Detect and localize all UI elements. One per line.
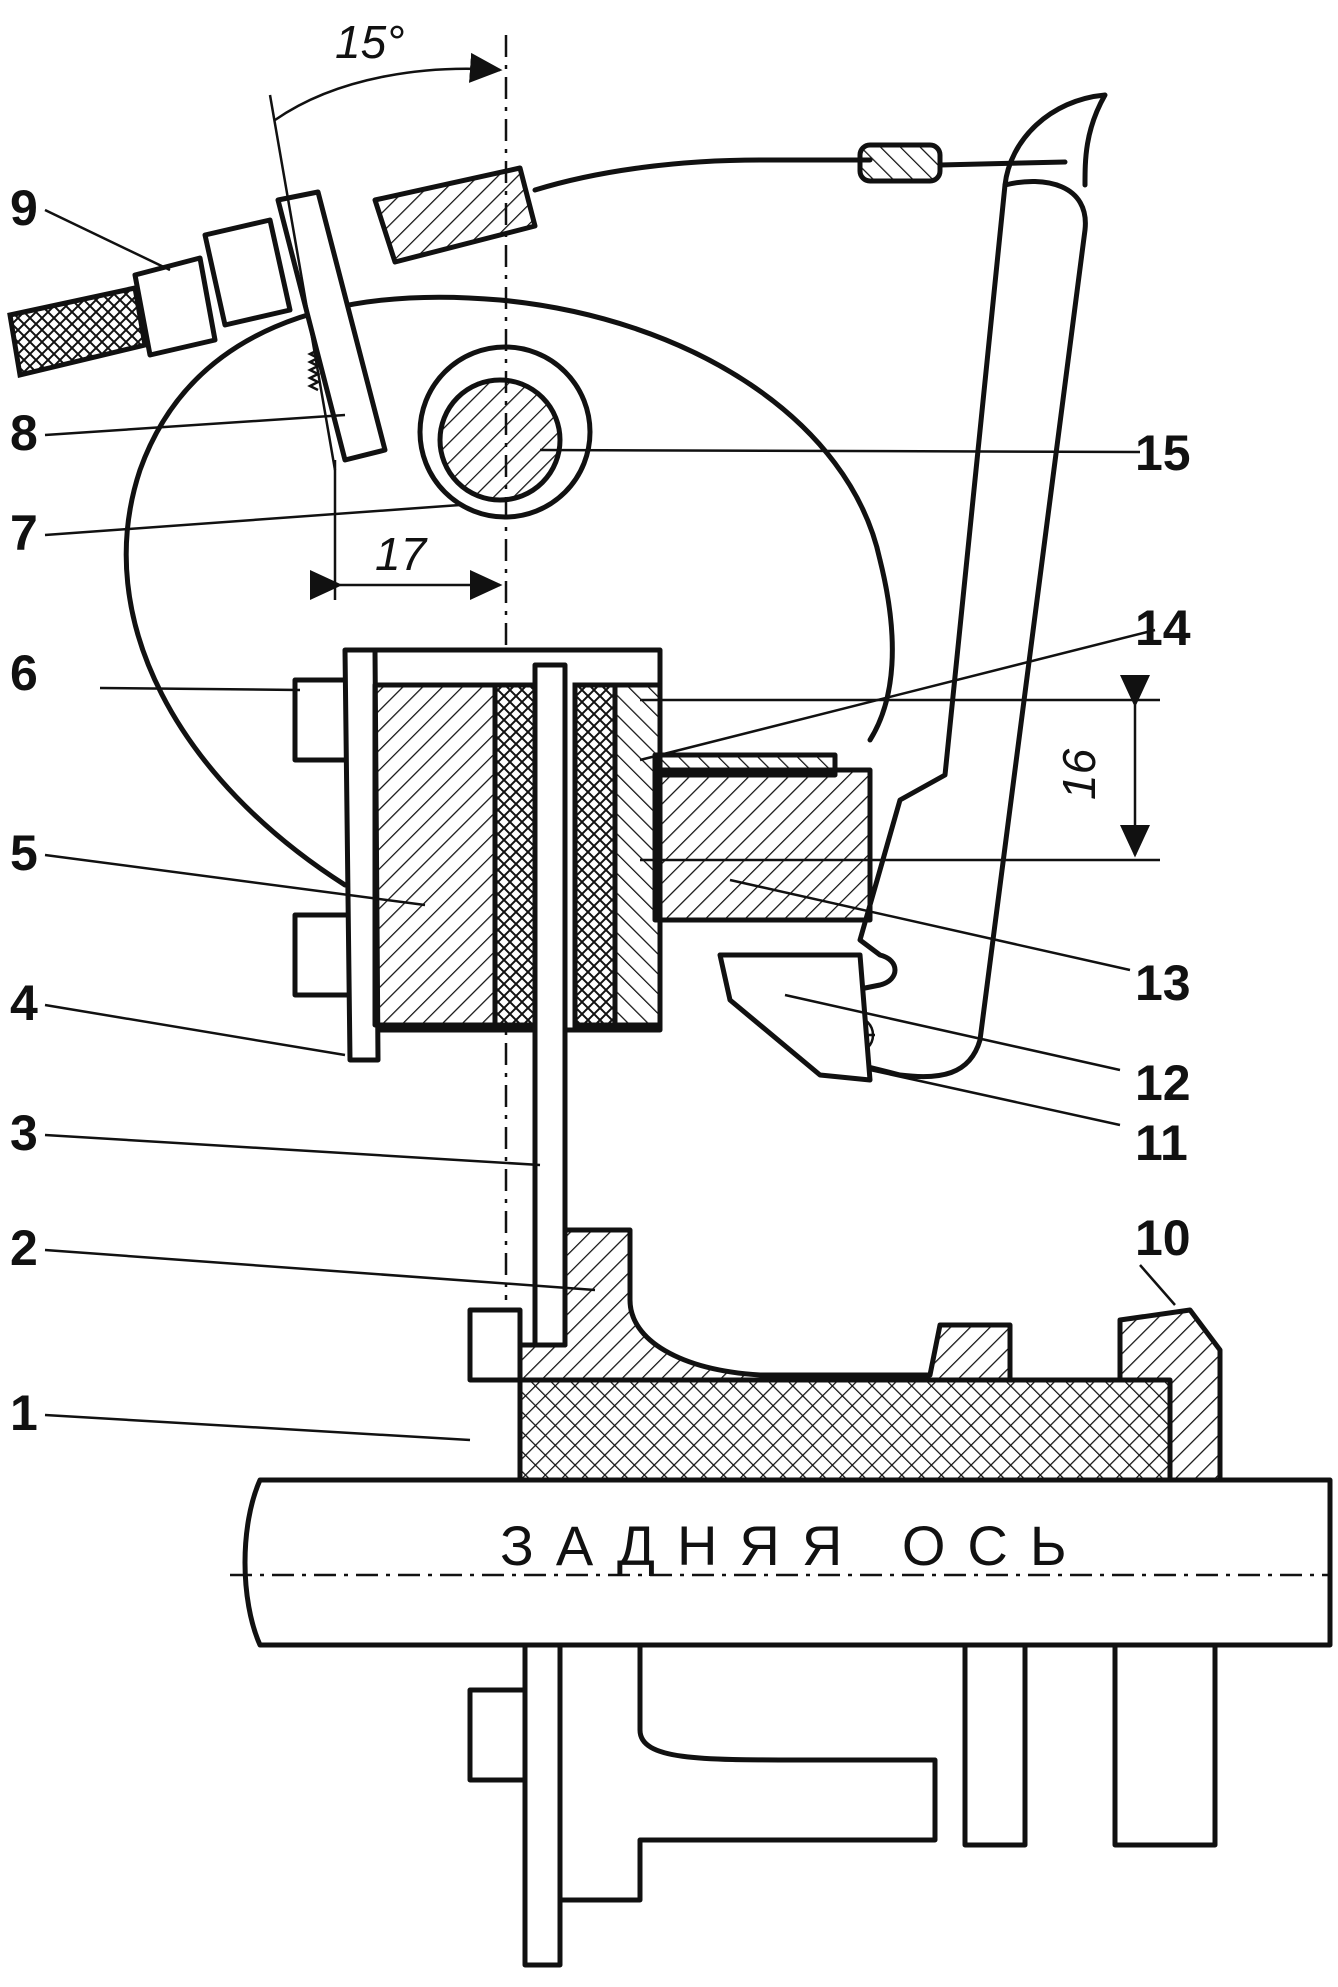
callout-1: 1 bbox=[10, 1385, 38, 1441]
callout-10: 10 bbox=[1135, 1210, 1191, 1266]
adjuster-nuts bbox=[132, 217, 293, 358]
lower-collar bbox=[962, 1642, 1028, 1848]
callout-15: 15 bbox=[1135, 425, 1191, 481]
plate-4 bbox=[342, 647, 381, 1063]
dim-angle: 15° bbox=[335, 16, 405, 68]
hub-core-1 bbox=[517, 1377, 1173, 1483]
callout-12: 12 bbox=[1135, 1055, 1191, 1111]
brake-cable bbox=[532, 157, 873, 193]
dim-16: 16 bbox=[1053, 748, 1105, 800]
bracket-12 bbox=[717, 952, 873, 1083]
housing-5 bbox=[372, 682, 498, 1028]
piston-13 bbox=[652, 767, 873, 923]
web-3 bbox=[532, 662, 568, 1348]
shaft-15 bbox=[437, 377, 563, 503]
lower-nut bbox=[1112, 1642, 1218, 1848]
rear-axle bbox=[242, 1477, 1333, 1648]
dim-17: 17 bbox=[375, 528, 428, 580]
callout-7: 7 bbox=[10, 505, 38, 561]
lower-flange bbox=[522, 1642, 563, 1968]
cable-sleeve bbox=[372, 165, 538, 265]
lower-hub bbox=[557, 1642, 938, 1903]
callout-8: 8 bbox=[10, 405, 38, 461]
lower-bolt bbox=[467, 1687, 528, 1783]
sleeve-14 bbox=[652, 752, 838, 778]
callout-11: 11 bbox=[1135, 1115, 1188, 1171]
angle-arc bbox=[274, 52, 503, 122]
callout-6: 6 bbox=[10, 645, 38, 701]
cable-end bbox=[937, 159, 1068, 168]
pad-left bbox=[492, 682, 538, 1028]
brake-disc bbox=[123, 294, 895, 888]
callout-3: 3 bbox=[10, 1105, 38, 1161]
callout-4: 4 bbox=[10, 975, 38, 1031]
hub-bolt-1 bbox=[467, 1307, 523, 1383]
callout-2: 2 bbox=[10, 1220, 38, 1276]
pad-right bbox=[572, 682, 618, 1028]
lever-11 bbox=[805, 178, 1088, 1080]
cable-spring bbox=[857, 142, 943, 184]
bracket-8 bbox=[275, 189, 388, 463]
callout-13: 13 bbox=[1135, 955, 1191, 1011]
lever-top bbox=[1002, 92, 1108, 188]
callout-14: 14 bbox=[1135, 600, 1191, 656]
axle-label: ЗАДНЯЯ ОСЬ bbox=[500, 1514, 1089, 1577]
cable-housing-9 bbox=[7, 285, 148, 379]
callout-5: 5 bbox=[10, 825, 38, 881]
callout-9: 9 bbox=[10, 180, 38, 236]
